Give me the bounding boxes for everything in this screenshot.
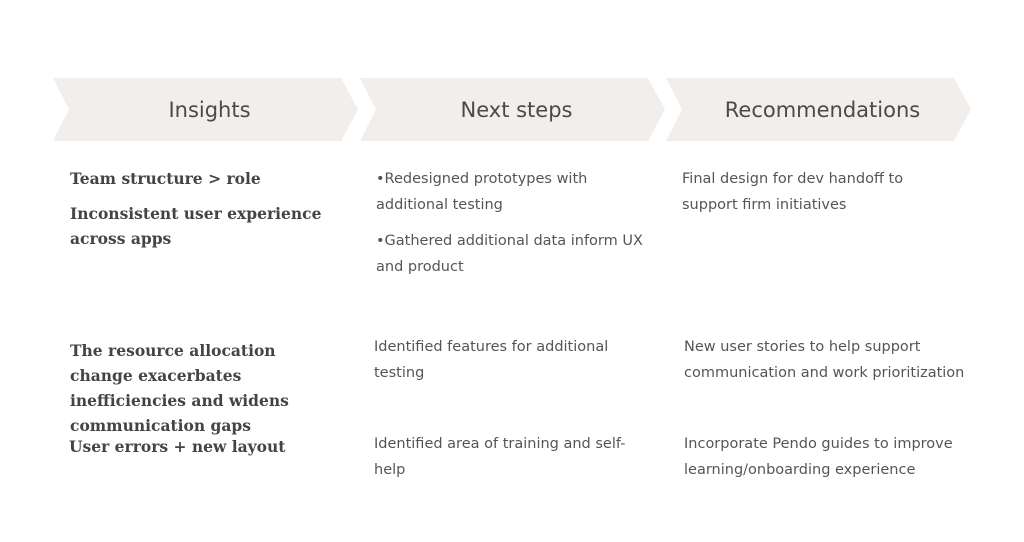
insight-text: The resource allocation change exacerbat… <box>70 341 289 435</box>
recommendation-text: Incorporate Pendo guides to improve lear… <box>684 436 953 478</box>
recommendation-text: New user stories to help support communi… <box>684 339 965 381</box>
next-step-text: •Gathered additional data inform UX and … <box>376 233 643 275</box>
next-step-text: Identified features for additional testi… <box>374 339 609 381</box>
header-next-steps: Next steps <box>360 78 665 141</box>
next-step-text: •Redesigned prototypes with additional t… <box>376 171 588 213</box>
next-step-text: Identified area of training and self-hel… <box>374 436 626 478</box>
header-label: Insights <box>168 97 251 122</box>
header-insights: Insights <box>53 78 358 141</box>
insight-text: Inconsistent user experience across apps <box>70 204 322 248</box>
header-label: Next steps <box>460 97 573 122</box>
insight-text: User errors + new layout <box>69 437 286 456</box>
header-label: Recommendations <box>724 97 921 122</box>
header-recommendations: Recommendations <box>666 78 971 141</box>
insight-text: Team structure > role <box>70 169 261 188</box>
recommendation-text: Final design for dev handoff to support … <box>682 171 904 213</box>
